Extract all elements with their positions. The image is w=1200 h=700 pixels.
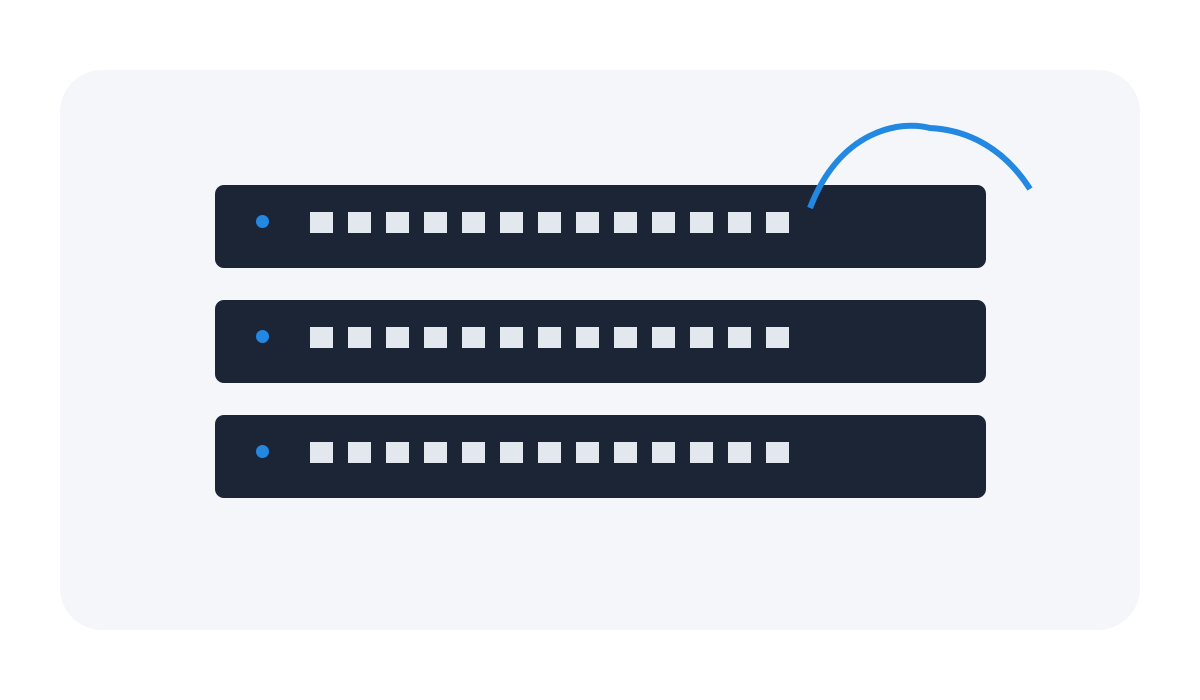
- network-port-icon: [576, 442, 599, 463]
- network-port-icon: [614, 327, 637, 348]
- status-led-icon: [256, 445, 269, 458]
- network-port-icon: [652, 327, 675, 348]
- network-port-icon: [614, 212, 637, 233]
- network-port-icon: [728, 212, 751, 233]
- network-port-icon: [538, 442, 561, 463]
- network-port-icon: [310, 327, 333, 348]
- network-port-icon: [728, 327, 751, 348]
- network-port-icon: [538, 327, 561, 348]
- server-rack-unit-2: [215, 300, 986, 383]
- network-port-icon: [576, 212, 599, 233]
- network-port-icon: [728, 442, 751, 463]
- network-port-icon: [424, 442, 447, 463]
- network-port-icon: [766, 327, 789, 348]
- network-port-icon: [348, 327, 371, 348]
- server-rack-unit-3: [215, 415, 986, 498]
- network-port-icon: [690, 212, 713, 233]
- network-port-icon: [386, 212, 409, 233]
- network-port-icon: [348, 212, 371, 233]
- server-rack-unit-1: [215, 185, 986, 268]
- network-port-icon: [462, 327, 485, 348]
- network-port-icon: [386, 327, 409, 348]
- network-port-icon: [424, 212, 447, 233]
- network-port-icon: [500, 327, 523, 348]
- status-led-icon: [256, 330, 269, 343]
- network-port-icon: [538, 212, 561, 233]
- network-port-icon: [500, 212, 523, 233]
- network-port-icon: [462, 212, 485, 233]
- status-led-icon: [256, 215, 269, 228]
- network-port-icon: [652, 442, 675, 463]
- network-port-icon: [424, 327, 447, 348]
- network-port-icon: [690, 327, 713, 348]
- network-port-icon: [386, 442, 409, 463]
- port-row: [310, 212, 789, 233]
- network-port-icon: [652, 212, 675, 233]
- network-port-icon: [500, 442, 523, 463]
- port-row: [310, 327, 789, 348]
- network-port-icon: [690, 442, 713, 463]
- network-port-icon: [766, 442, 789, 463]
- network-port-icon: [310, 442, 333, 463]
- network-port-icon: [576, 327, 599, 348]
- network-port-icon: [310, 212, 333, 233]
- network-port-icon: [766, 212, 789, 233]
- network-port-icon: [462, 442, 485, 463]
- port-row: [310, 442, 789, 463]
- network-port-icon: [348, 442, 371, 463]
- network-port-icon: [614, 442, 637, 463]
